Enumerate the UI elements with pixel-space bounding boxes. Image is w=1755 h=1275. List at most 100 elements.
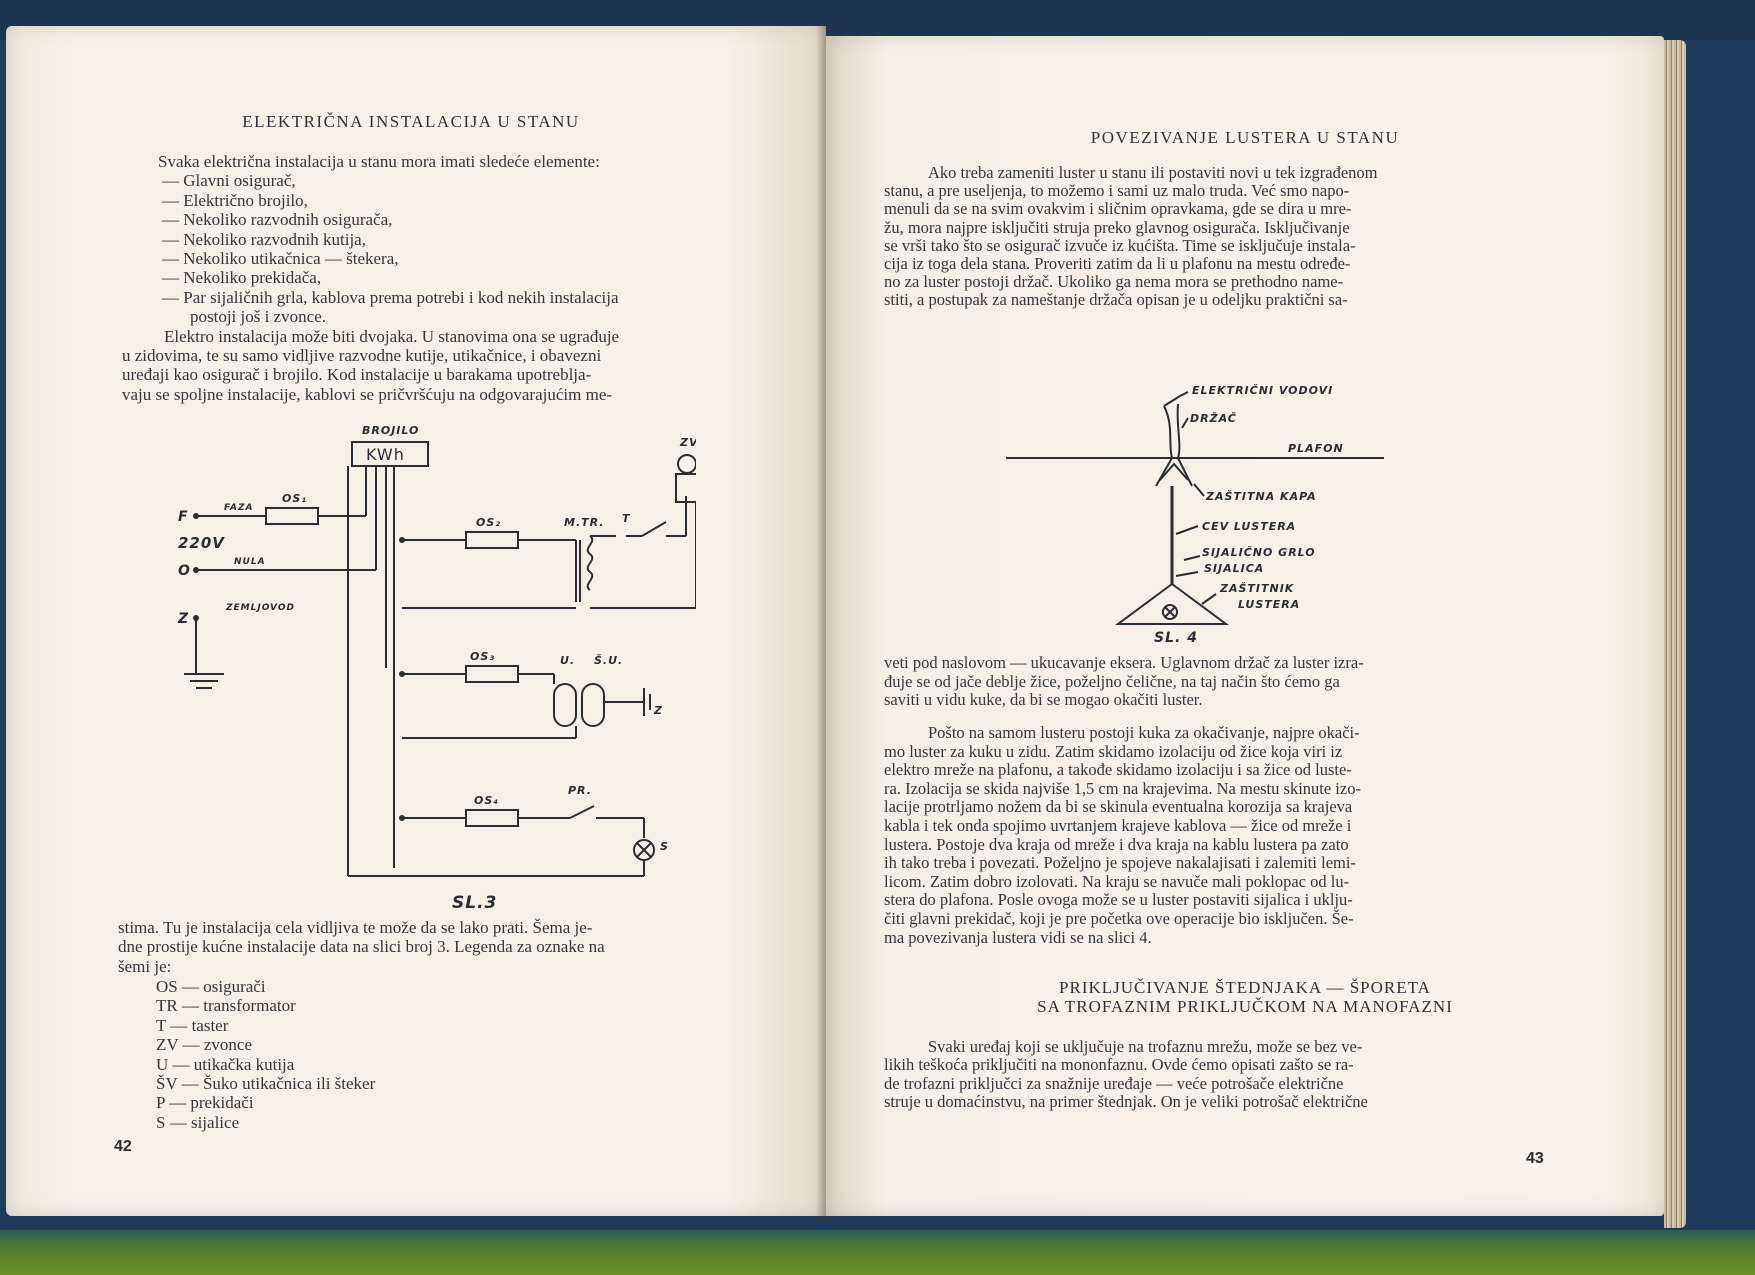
text-line: — Nekoliko prekidača,	[162, 268, 322, 288]
left-page-heading: ELEKTRIČNA INSTALACIJA U STANU	[242, 112, 580, 131]
text-line: žu, mora najpre isključiti struja preko …	[884, 217, 1350, 237]
label-zemljovod: ZEMLJOVOD	[225, 603, 295, 613]
label-o: O	[178, 563, 191, 579]
text-line: Pošto na samom lusteru postoji kuka za o…	[928, 723, 1360, 742]
fuse-os2	[465, 531, 519, 549]
label-os1: OS₁	[282, 492, 307, 505]
label-vodovi: ELEKTRIČNI VODOVI	[1192, 383, 1333, 397]
label-drzac: DRŽAČ	[1190, 411, 1237, 425]
text-line: postoji još i zvonce.	[190, 307, 326, 327]
legend-list: OS — osigurači TR — transformator T — ta…	[156, 977, 375, 1132]
text-line: Elektro instalacija može biti dvojaka. U…	[164, 326, 620, 346]
text-line: struje u domaćinstvu, na primer štednjak…	[884, 1092, 1368, 1112]
legend-item: ZV — zvonce	[156, 1035, 252, 1055]
page-number-right: 43	[1526, 1150, 1544, 1167]
diagram-caption-4: SL. 4	[1154, 630, 1198, 646]
legend-item: P — prekidači	[156, 1093, 254, 1113]
legend-item: S — sijalice	[156, 1112, 240, 1132]
text-line: Ako treba zameniti luster u stanu ili po…	[928, 163, 1378, 182]
lamp-shade	[1114, 582, 1230, 625]
legend-item: T — taster	[156, 1015, 229, 1035]
label-plafon: PLAFON	[1288, 442, 1344, 455]
label-zastitnik: ZAŠTITNIK	[1219, 581, 1295, 595]
label-u: U.	[560, 654, 575, 667]
text-line: likih teškoća priključiti na mononfaznu.…	[884, 1055, 1354, 1075]
label-nula: NULA	[234, 557, 266, 567]
chandelier-diagram: ELEKTRIČNI VODOVI DRŽAČ PLAFON ZAŠTITNA …	[1006, 383, 1384, 646]
text-line: čiti glavni prekidač, koji je pre početk…	[884, 908, 1354, 928]
right-para4: Svaki uređaj koji se uključuje na trofaz…	[884, 1037, 1644, 1112]
label-sijalica: SIJALICA	[1204, 562, 1264, 575]
text-line: Svaki uređaj koji se uključuje na trofaz…	[928, 1037, 1363, 1056]
socket-su	[581, 683, 605, 727]
text-line: menuli da se na svim ovakvim i sličnim o…	[884, 199, 1352, 219]
right-para2: veti pod naslovom — ukucavanje eksera. U…	[884, 653, 1644, 710]
text-line: dne prostije kućne instalacije data na s…	[118, 937, 605, 957]
right-page: POVEZIVANJE LUSTERA U STANU Ako treba za…	[826, 36, 1664, 1216]
text-line: lustera. Postoje dva kraja od mreže i dv…	[884, 834, 1349, 854]
table-surface	[0, 1230, 1755, 1275]
text-line: vaju se spoljne instalacije, kablovi se …	[122, 384, 613, 404]
meter-box	[351, 441, 429, 467]
text-line: — Nekoliko razvodnih osigurača,	[162, 210, 393, 230]
text-line: no za luster postoji držač. Ukoliko ga n…	[884, 272, 1344, 292]
text-line: ra. Izolacija se skida najviše 1,5 cm na…	[884, 778, 1361, 798]
text-line: šemi je:	[118, 956, 172, 976]
text-line: Svaka električna instalacija u stanu mor…	[158, 152, 600, 171]
legend-item: OS — osigurači	[156, 977, 266, 996]
label-os4: OS₄	[474, 794, 499, 807]
label-z: Z	[177, 611, 189, 627]
right-page-heading: POVEZIVANJE LUSTERA U STANU	[1090, 128, 1400, 147]
text-line: kabla i tek onda spojimo uvrtanjem kraje…	[884, 815, 1352, 835]
label-zv: ZV.	[679, 436, 696, 449]
fuse-os1	[265, 507, 319, 525]
label-zastitnik-2: LUSTERA	[1238, 598, 1300, 611]
text-line: veti pod naslovom — ukucavanje eksera. U…	[884, 653, 1364, 672]
text-line: stanu, a pre useljenja, to možemo i sami…	[884, 181, 1350, 201]
legend-item: ŠV — Šuko utikačnica ili šteker	[156, 1074, 376, 1094]
right-para3: Pošto na samom lusteru postoji kuka za o…	[884, 723, 1644, 947]
text-line: mo luster za kuku u zidu. Zatim skidamo …	[884, 741, 1343, 761]
text-line: cija iz toga dela stana. Proveriti zatim…	[884, 254, 1351, 274]
text-line: lacije protrljamo nožem da bi se skinula…	[884, 797, 1353, 817]
text-line: — Glavni osigurač,	[162, 171, 296, 191]
text-line: — Električno brojilo,	[162, 190, 308, 210]
right-para1: Ako treba zameniti luster u stanu ili po…	[884, 163, 1644, 310]
label-z2: Z	[653, 704, 663, 717]
label-kapa: ZAŠTITNA KAPA	[1205, 489, 1317, 503]
fuse-os4	[465, 809, 519, 827]
text-line: — Nekoliko utikačnica — štekera,	[162, 249, 399, 269]
label-os2: OS₂	[476, 516, 501, 529]
left-after-text: stima. Tu je instalacija cela vidljiva t…	[118, 918, 783, 976]
text-line: — Nekoliko razvodnih kutija,	[162, 229, 366, 249]
diagram-caption: SL.3	[452, 893, 497, 913]
text-line: stera do plafona. Posle ovoga može se u …	[884, 890, 1353, 910]
label-t: T	[622, 512, 631, 525]
section-heading-stednjak: PRIKLJUČIVANJE ŠTEDNJAKA — ŠPORETA SA TR…	[826, 978, 1664, 1016]
left-intro-text: Svaka električna instalacija u stanu mor…	[122, 152, 620, 404]
text-line: stiti, a postupak za nameštanje držača o…	[884, 290, 1348, 310]
label-pr: PR.	[568, 784, 592, 797]
text-line: stima. Tu je instalacija cela vidljiva t…	[118, 918, 593, 937]
label-su: Š.U.	[594, 653, 623, 667]
wiring-diagram: BROJILO KWh F FAZA OS₁ 220V O NULA Z ZEM…	[177, 424, 696, 913]
text-line: licom. Zatim dobro izolovati. Na kraju s…	[884, 871, 1350, 891]
text-line: ih tako treba i povezati. Poželjno je sp…	[884, 853, 1356, 873]
fuse-os3	[465, 665, 519, 683]
section-heading-line: PRIKLJUČIVANJE ŠTEDNJAKA — ŠPORETA	[1059, 978, 1431, 997]
label-cev: CEV LUSTERA	[1202, 520, 1296, 533]
text-line: — Par sijaličnih grla, kablova prema pot…	[162, 287, 619, 307]
label-kwh: KWh	[366, 445, 405, 464]
page-edges	[1664, 40, 1686, 1228]
label-faza: FAZA	[224, 503, 253, 513]
page-number-left: 42	[114, 1138, 132, 1155]
label-os3: OS₃	[470, 650, 495, 663]
label-mtr: M.TR.	[564, 516, 604, 529]
text-line: u zidovima, te su samo vidljive razvodne…	[122, 346, 602, 366]
text-line: saviti u vidu kuke, da bi se mogao okači…	[884, 690, 1203, 710]
left-page: ELEKTRIČNA INSTALACIJA U STANU Svaka ele…	[6, 26, 826, 1216]
label-brojilo: BROJILO	[362, 424, 419, 437]
label-f: F	[178, 509, 189, 525]
legend-item: TR — transformator	[156, 996, 296, 1016]
legend-item: U — utikačka kutija	[156, 1054, 295, 1074]
